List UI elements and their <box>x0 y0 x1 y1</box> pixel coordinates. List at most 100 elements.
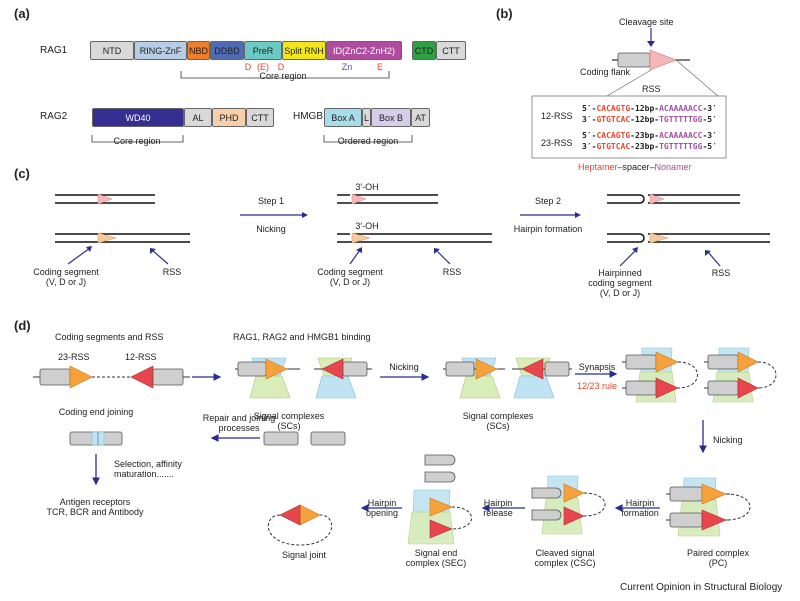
synapsis-label: Synapsis <box>578 362 616 372</box>
rss12-bottom-strand: 3′-GTGTCAC-12bp-TGTTTTTGG-5′ <box>582 115 717 124</box>
nicking-d1-label: Nicking <box>389 362 419 372</box>
rss23-top-strand: 5′-CACAGTG-23bp-ACAAAAACC-3′ <box>582 131 717 140</box>
cleaved-signal-complex <box>531 475 606 535</box>
coding-end-joining-label: Coding end joining <box>58 407 134 417</box>
hmgb1-linker: L <box>362 108 371 127</box>
synaptic-complex-2 <box>704 347 777 403</box>
signal-complex-23 <box>235 357 300 399</box>
cleavage-site-label: Cleavage site <box>619 17 674 27</box>
residue-e1: (E) <box>257 62 269 72</box>
hmgb1-ordered-region-label: Ordered region <box>337 136 399 146</box>
hmgb1-domain-bar: Box A L Box B AT <box>324 108 430 127</box>
residue-d1: D <box>244 62 252 72</box>
hairpin-bottom <box>607 233 645 243</box>
rag1-ntd: NTD <box>90 41 134 60</box>
rag2-domain-bar: WD40 AL PHD CTT <box>92 108 276 127</box>
rag1-ring-znf: RING-ZnF <box>134 41 187 60</box>
rag2-phd: PHD <box>212 108 246 127</box>
sc1-label: Signal complexes(SCs) <box>253 411 325 431</box>
step2-label: Step 2 <box>534 196 562 206</box>
panel-a-label: (a) <box>14 6 30 21</box>
rss23-bottom-strand: 3′-GTGTCAC-23bp-TGTTTTTGG-5′ <box>582 142 717 151</box>
rag1-core-region-label: Core region <box>259 71 307 81</box>
signal-end-complex <box>407 489 472 545</box>
paired-complex <box>666 477 751 537</box>
paired-complex-label: Paired complex(PC) <box>686 548 750 568</box>
panel-d-label: (d) <box>14 318 31 333</box>
rag1-ddbd: DDBD <box>210 41 244 60</box>
coding-flank-label: Coding flank <box>580 67 631 77</box>
d-rss23-label: 23-RSS <box>58 352 90 362</box>
released-hairpins <box>424 454 456 483</box>
panel-b-label: (b) <box>496 6 513 21</box>
rss12-top-strand: 5′-CACAGTG-12bp-ACAAAAACC-3′ <box>582 104 717 113</box>
rag1-ctt: CTT <box>436 41 466 60</box>
rag2-label: RAG2 <box>40 111 68 122</box>
rss-label-c1: RSS <box>162 267 182 277</box>
synaptic-complex-1 <box>622 347 698 403</box>
rss12-label: 12-RSS <box>541 111 573 121</box>
rss-label: RSS <box>642 84 661 94</box>
d-rss12-label: 12-RSS <box>125 352 157 362</box>
sc2-label: Signal complexes(SCs) <box>462 411 534 431</box>
rss-triangle <box>649 49 677 71</box>
journal-credit: Current Opinion in Structural Biology <box>620 582 783 593</box>
rss-label-c2: RSS <box>442 267 462 277</box>
nicking-d2-label: Nicking <box>713 435 743 445</box>
panel-c-label: (c) <box>14 166 30 181</box>
coding-joint <box>69 431 123 446</box>
residue-zn: Zn <box>341 62 353 72</box>
rag1-split-rnh: Split RNH <box>282 41 326 60</box>
rss23-label: 23-RSS <box>541 138 573 148</box>
hmgb1-box-b: Box B <box>371 108 411 127</box>
rss-legend: Heptamer–spacer–Nonamer <box>578 162 692 172</box>
rag2-ctt: CTT <box>246 108 274 127</box>
rag2-al: AL <box>184 108 212 127</box>
coding-segment-label-2: Coding segment(V, D or J) <box>317 267 383 287</box>
step1-label: Step 1 <box>257 196 285 206</box>
oh-top-label: 3′-OH <box>355 182 379 192</box>
oh-bottom-label: 3′-OH <box>355 221 379 231</box>
rag2-core-region-label: Core region <box>113 136 161 146</box>
residue-e2: E <box>376 62 384 72</box>
hmgb1-box-a: Box A <box>324 108 362 127</box>
rag1-ctd: CTD <box>412 41 436 60</box>
coding-segments-rss-title: Coding segments and RSS <box>55 332 164 342</box>
nicked-signal-complex-12 <box>512 357 572 399</box>
signal-joint <box>267 504 333 546</box>
rag2-wd40: WD40 <box>92 108 184 127</box>
signal-complex-12 <box>314 357 372 399</box>
hairpin-formation-label: Hairpin formation <box>513 224 583 234</box>
hmgb1-at: AT <box>411 108 430 127</box>
rag1-domain-bar: NTD RING-ZnF NBD DDBD PreR Split RNH ID(… <box>90 41 466 60</box>
rss-label-c3: RSS <box>711 268 731 278</box>
residue-d2: D <box>277 62 285 72</box>
rag1-prer: PreR <box>244 41 282 60</box>
coding-segment-label-1: Coding segment(V, D or J) <box>33 267 99 287</box>
rss-triangle-12 <box>97 193 113 205</box>
nicking-label: Nicking <box>256 224 286 234</box>
rag1-id-domain: ID(ZnC2-ZnH2) <box>326 41 402 60</box>
rag1-nbd: NBD <box>187 41 210 60</box>
hmgb1-label: HMGB1 <box>293 111 329 122</box>
signal-joint-label: Signal joint <box>281 550 327 560</box>
rule-label: 12/23 rule <box>576 381 618 391</box>
hairpin-top <box>607 194 645 204</box>
rss-sequence-box <box>531 95 727 159</box>
rag1-label: RAG1 <box>40 45 68 56</box>
nicked-signal-complex-23 <box>443 357 505 399</box>
binding-title: RAG1, RAG2 and HMGB1 binding <box>233 332 371 342</box>
rss-triangle-23 <box>97 232 117 244</box>
